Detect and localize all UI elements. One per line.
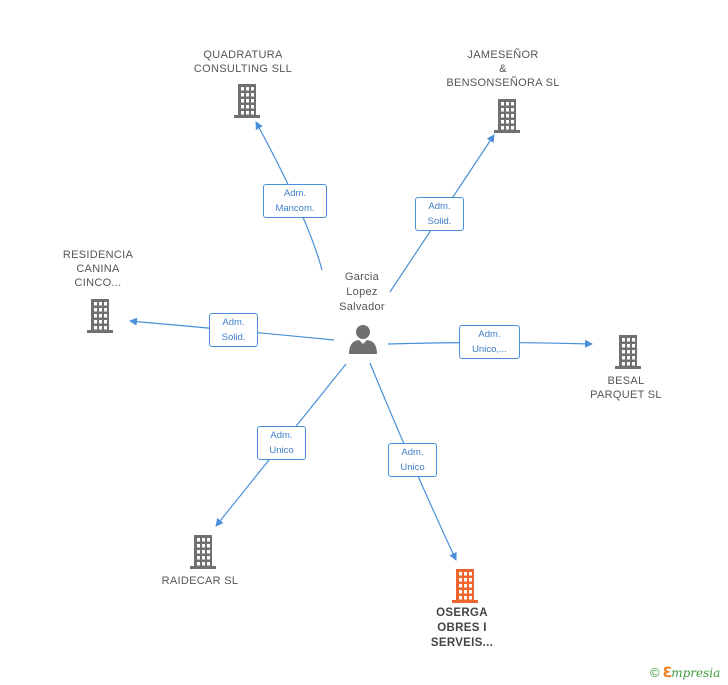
building-icon-jameseñor[interactable] [494, 99, 520, 133]
building-icon-besal[interactable] [615, 335, 641, 369]
relation-badge-raidecar[interactable]: Adm.Unico [257, 426, 306, 460]
relation-badge-jameseñor[interactable]: Adm.Solid. [415, 197, 464, 231]
relation-badge-besal[interactable]: Adm.Unico,... [459, 325, 520, 359]
building-icon-quadratura[interactable] [234, 84, 260, 118]
relation-badge-quadratura[interactable]: Adm.Mancom. [263, 184, 327, 218]
building-icon-residencia[interactable] [87, 299, 113, 333]
brand-logo[interactable]: ©ℇmpresia [650, 664, 720, 681]
relation-badge-oserga[interactable]: Adm.Unico [388, 443, 437, 477]
person-icon[interactable] [349, 325, 377, 354]
company-label-jameseñor[interactable]: JAMESEÑOR&BENSONSEÑORA SL [446, 49, 560, 89]
brand-name: mpresia [671, 666, 721, 680]
relation-badge-residencia[interactable]: Adm.Solid. [209, 313, 258, 347]
brand-e-logo: ℇ [662, 664, 672, 680]
building-icon-oserga[interactable] [452, 569, 478, 603]
copyright-symbol: © [650, 665, 660, 680]
company-label-raidecar[interactable]: RAIDECAR SL [161, 575, 239, 587]
building-icon-raidecar[interactable] [190, 535, 216, 569]
